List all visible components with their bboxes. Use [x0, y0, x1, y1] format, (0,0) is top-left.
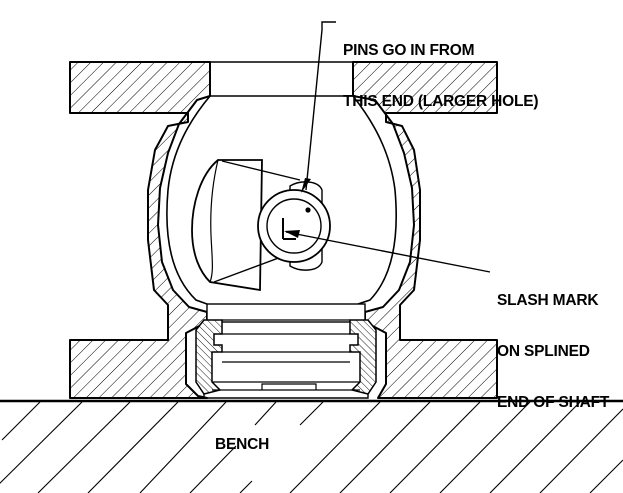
retainer-base: [203, 394, 369, 399]
slash-leader-line: [285, 231, 491, 273]
pins-leader-line: [305, 21, 336, 191]
slash-leader-arrowhead: [284, 230, 300, 238]
pins-callout-line-1: PINS GO IN FROM: [343, 42, 475, 59]
cavity-left-wall: [166, 95, 211, 305]
pins-leader-arrowhead: [301, 178, 311, 193]
cavity-right-wall: [352, 95, 398, 305]
bench-hatching: [0, 401, 623, 493]
pin-dot: [305, 207, 311, 213]
seat-gap: [206, 303, 366, 323]
bench: [0, 399, 623, 493]
retainer-notch: [261, 383, 317, 390]
shaft-end-inner: [266, 198, 322, 254]
slash-callout-label: SLASH MARK ON SPLINED END OF SHAFT: [497, 258, 609, 428]
pins-callout-label: PINS GO IN FROM THIS END (LARGER HOLE): [343, 8, 539, 127]
seat-ring-right: [349, 319, 377, 395]
slash-callout-line-2: ON SPLINED: [497, 343, 590, 360]
retainer-ring: [212, 319, 360, 391]
seat-ring-left: [195, 319, 223, 395]
slash-callout-line-1: SLASH MARK: [497, 292, 599, 309]
slash-mark: [282, 218, 296, 240]
disc-face-line: [209, 159, 219, 283]
valve-disc: [191, 159, 263, 292]
valve-body-left-section: [69, 61, 211, 399]
slash-callout-line-3: END OF SHAFT: [497, 394, 610, 411]
body-cavity-outline: [210, 61, 353, 97]
pins-callout-line-2: THIS END (LARGER HOLE): [343, 93, 539, 110]
valve-body-right-section: [352, 61, 498, 399]
bench-label: BENCH: [215, 436, 270, 453]
